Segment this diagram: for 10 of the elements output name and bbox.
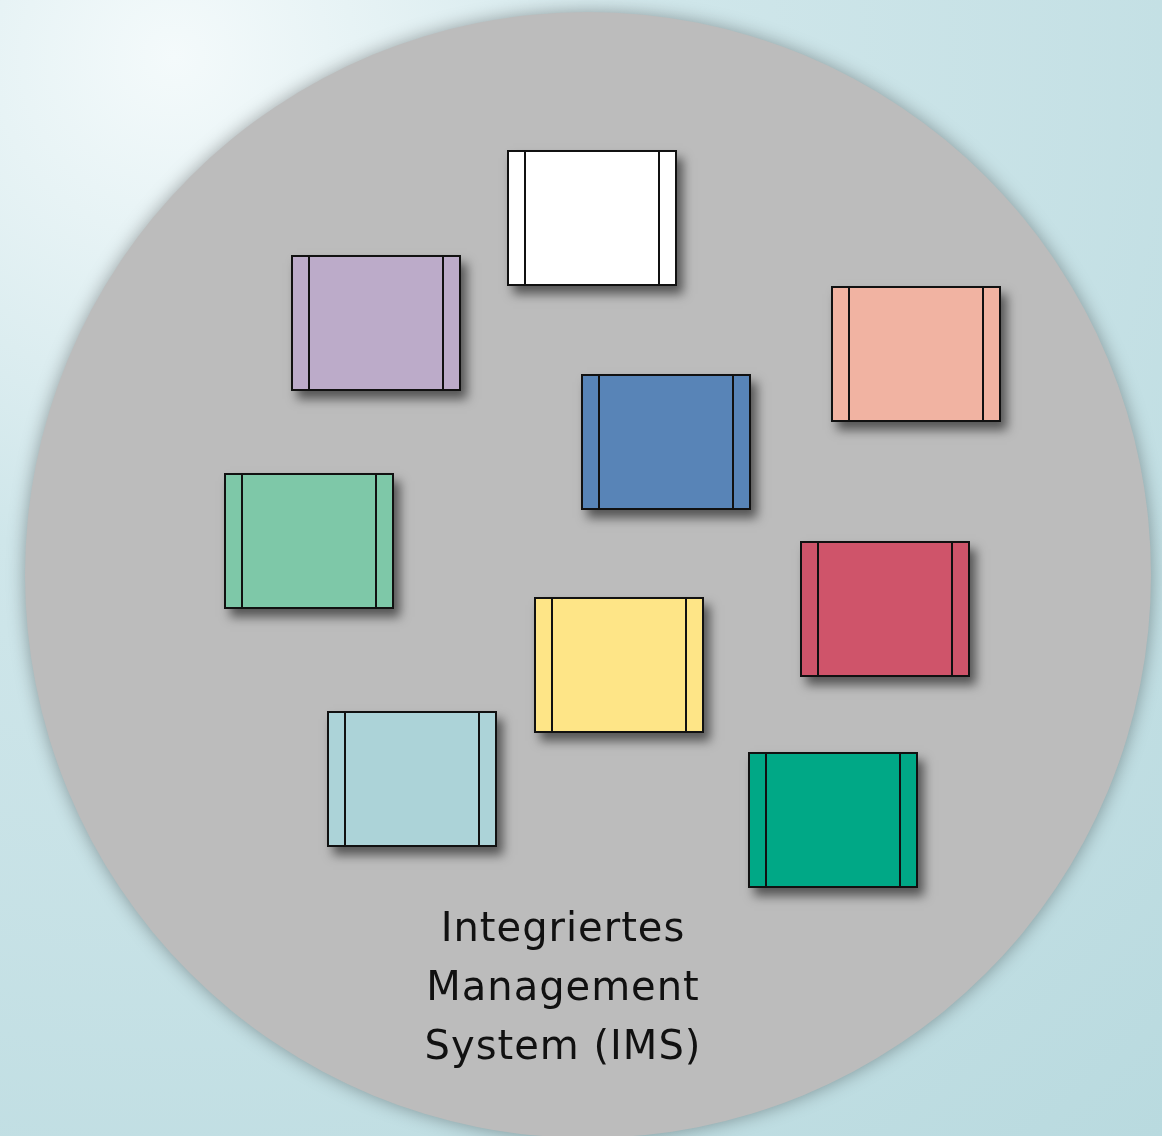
- process-box: [224, 473, 394, 609]
- process-box: [327, 711, 497, 847]
- process-box: [800, 541, 970, 677]
- process-box: [291, 255, 461, 391]
- process-box: [507, 150, 677, 286]
- process-box: [581, 374, 751, 510]
- circle-title: Integriertes Management System (IMS): [423, 903, 703, 1070]
- process-box: [748, 752, 918, 888]
- process-box: [831, 286, 1001, 422]
- process-box: [534, 597, 704, 733]
